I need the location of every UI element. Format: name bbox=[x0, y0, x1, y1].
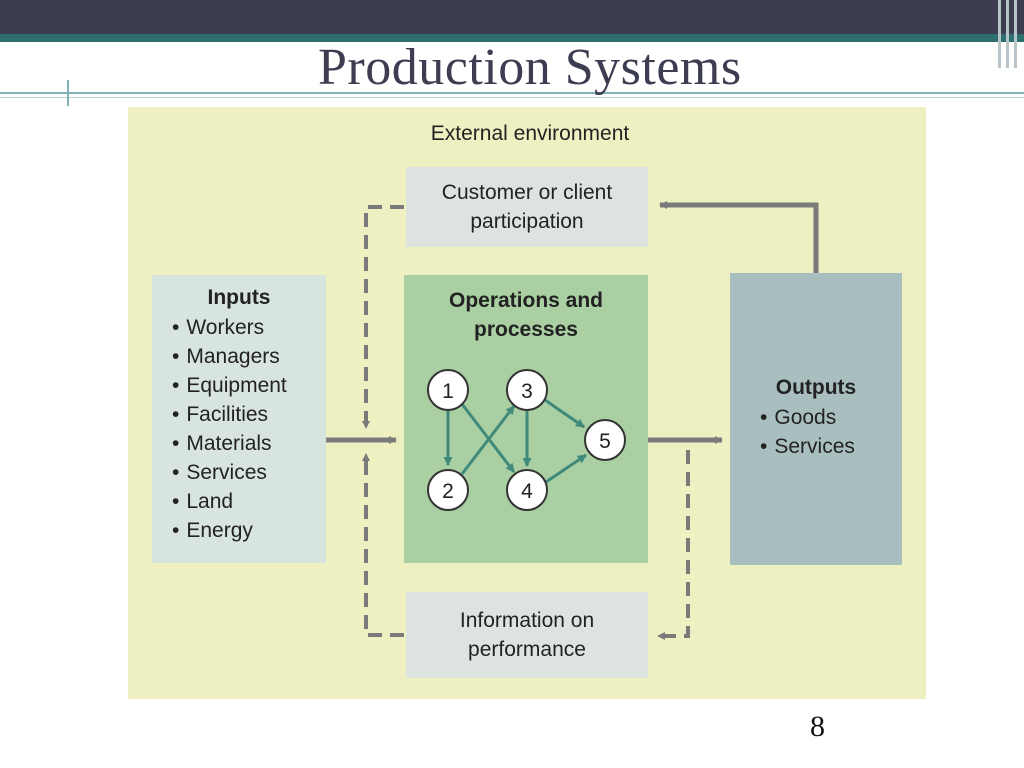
input-item: Land bbox=[172, 487, 326, 516]
input-item: Equipment bbox=[172, 371, 326, 400]
information-on-performance-box: Information on performance bbox=[406, 592, 648, 678]
input-item: Facilities bbox=[172, 400, 326, 429]
page-number: 8 bbox=[810, 710, 825, 743]
output-item: Services bbox=[760, 432, 902, 461]
node-arrow-1-4 bbox=[460, 403, 516, 473]
corner-decoration bbox=[1006, 0, 1009, 68]
inputs-box: Inputs Workers Managers Equipment Facili… bbox=[152, 275, 326, 563]
slide-top-bar bbox=[0, 0, 1024, 34]
operations-heading-line-2: processes bbox=[474, 318, 578, 341]
process-node-1: 1 bbox=[427, 369, 469, 411]
process-node-1-label: 1 bbox=[442, 380, 454, 403]
outputs-to-customer-arrow bbox=[659, 201, 819, 273]
operations-heading-line-1: Operations and bbox=[448, 289, 604, 312]
process-node-5: 5 bbox=[584, 419, 626, 461]
inputs-heading: Inputs bbox=[207, 286, 271, 309]
input-item: Services bbox=[172, 458, 326, 487]
process-node-4: 4 bbox=[506, 469, 548, 511]
title-underline bbox=[0, 92, 1024, 94]
customer-participation-box: Customer or client participation bbox=[406, 167, 648, 247]
process-node-5-label: 5 bbox=[599, 430, 611, 453]
corner-decoration bbox=[998, 0, 1001, 68]
title-tick-mark bbox=[67, 80, 69, 106]
corner-decoration bbox=[1014, 0, 1017, 68]
outputs-to-information-dashed-arrow bbox=[657, 450, 690, 640]
input-item: Materials bbox=[172, 429, 326, 458]
slide-accent-band bbox=[0, 34, 1024, 42]
node-arrow-3-5 bbox=[544, 398, 585, 429]
input-item: Energy bbox=[172, 516, 326, 545]
node-arrow-4-5 bbox=[545, 453, 587, 484]
slide-title: Production Systems bbox=[318, 39, 742, 96]
input-item: Managers bbox=[172, 342, 326, 371]
outputs-heading: Outputs bbox=[775, 376, 857, 399]
outputs-list: Goods Services bbox=[730, 400, 902, 461]
customer-line-1: Customer or client bbox=[441, 181, 613, 204]
info-line-2: performance bbox=[468, 638, 586, 661]
process-node-3: 3 bbox=[506, 369, 548, 411]
outputs-box: Outputs Goods Services bbox=[730, 273, 902, 565]
inputs-list: Workers Managers Equipment Facilities Ma… bbox=[152, 310, 326, 545]
process-node-2-label: 2 bbox=[442, 480, 454, 503]
customer-line-2: participation bbox=[470, 210, 584, 233]
external-environment-label: External environment bbox=[430, 122, 630, 145]
info-line-1: Information on bbox=[459, 609, 595, 632]
process-node-2: 2 bbox=[427, 469, 469, 511]
process-node-4-label: 4 bbox=[521, 480, 533, 503]
process-node-3-label: 3 bbox=[521, 380, 533, 403]
title-underline-thin bbox=[0, 97, 1024, 98]
customer-feedback-dashed-arrow bbox=[362, 205, 404, 429]
input-item: Workers bbox=[172, 313, 326, 342]
information-feedback-dashed-arrow bbox=[362, 453, 404, 637]
output-item: Goods bbox=[760, 403, 902, 432]
